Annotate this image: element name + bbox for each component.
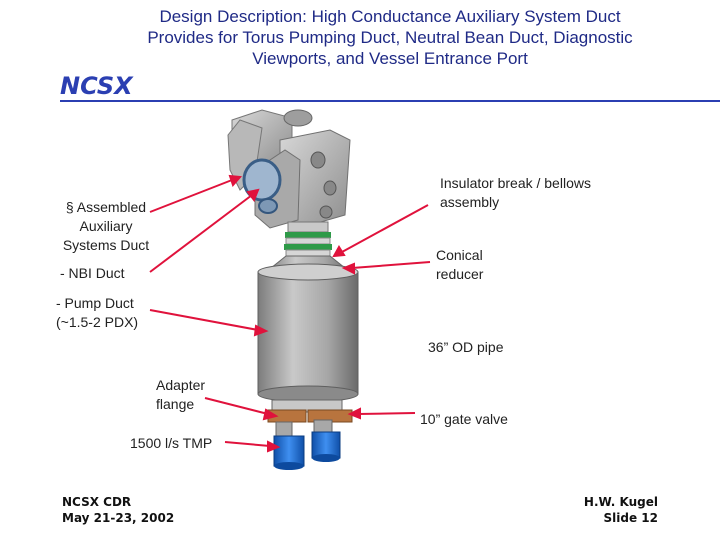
od-pipe <box>257 263 359 403</box>
slide-title: Design Description: High Conductance Aux… <box>60 6 720 69</box>
title-line-3: Viewports, and Vessel Entrance Port <box>252 49 528 68</box>
ncsx-logo: NCSX <box>60 72 133 100</box>
arrow-to-tmp <box>224 441 271 447</box>
adapter-flange-label: Adapter flange <box>156 376 205 414</box>
gate-valve-label: 10” gate valve <box>420 411 508 427</box>
tmp-label: 1500 l/s TMP <box>130 435 213 451</box>
bullet-line-3: Systems Duct <box>62 237 150 253</box>
adapter-flange <box>267 399 353 437</box>
pump-duct-line-2: (~1.5-2 PDX) <box>56 314 139 330</box>
footer-left: NCSX CDR May 21-23, 2002 <box>62 494 174 526</box>
arrow-to-gate-valve <box>357 412 416 415</box>
arrow-to-vessel-port <box>149 179 233 213</box>
pump-duct-line-1: - Pump Duct <box>56 295 134 311</box>
title-rule <box>60 100 720 102</box>
title-line-1: Design Description: High Conductance Aux… <box>159 7 621 26</box>
bullet-line-2: Auxiliary <box>79 218 133 234</box>
auxiliary-duct-box <box>227 109 351 229</box>
pipe-label: 36” OD pipe <box>428 339 504 355</box>
footer-date: May 21-23, 2002 <box>62 511 175 525</box>
arrow-to-bellows <box>341 204 429 253</box>
bellows-assembly <box>284 221 332 257</box>
pump-duct-label: - Pump Duct (~1.5-2 PDX) <box>56 294 138 332</box>
insulator-line-1: Insulator break / bellows <box>440 175 591 191</box>
footer-right: H.W. Kugel Slide 12 <box>584 494 658 526</box>
nbi-duct-label: - NBI Duct <box>60 265 125 281</box>
insulator-line-2: assembly <box>440 194 500 210</box>
footer-author: H.W. Kugel <box>583 495 658 509</box>
adapter-line-1: Adapter <box>156 377 206 393</box>
bullet-line-1: § Assembled <box>65 199 147 215</box>
conical-line-1: Conical <box>436 247 483 263</box>
arrow-to-reducer <box>351 261 431 269</box>
arrow-to-adapter <box>204 397 269 415</box>
adapter-line-2: flange <box>156 396 195 412</box>
turbo-pumps <box>273 431 341 470</box>
assembled-duct-label: § Assembled Auxiliary Systems Duct <box>54 198 158 255</box>
arrow-to-pump-duct <box>149 309 259 331</box>
conical-line-2: reducer <box>436 266 484 282</box>
title-line-2: Provides for Torus Pumping Duct, Neutral… <box>147 28 633 47</box>
insulator-label: Insulator break / bellows assembly <box>440 174 591 212</box>
conical-reducer-label: Conical reducer <box>436 246 483 284</box>
arrow-to-nbi-duct <box>149 194 253 273</box>
footer-slide-number: Slide 12 <box>603 511 658 525</box>
footer-event: NCSX CDR <box>62 495 132 509</box>
